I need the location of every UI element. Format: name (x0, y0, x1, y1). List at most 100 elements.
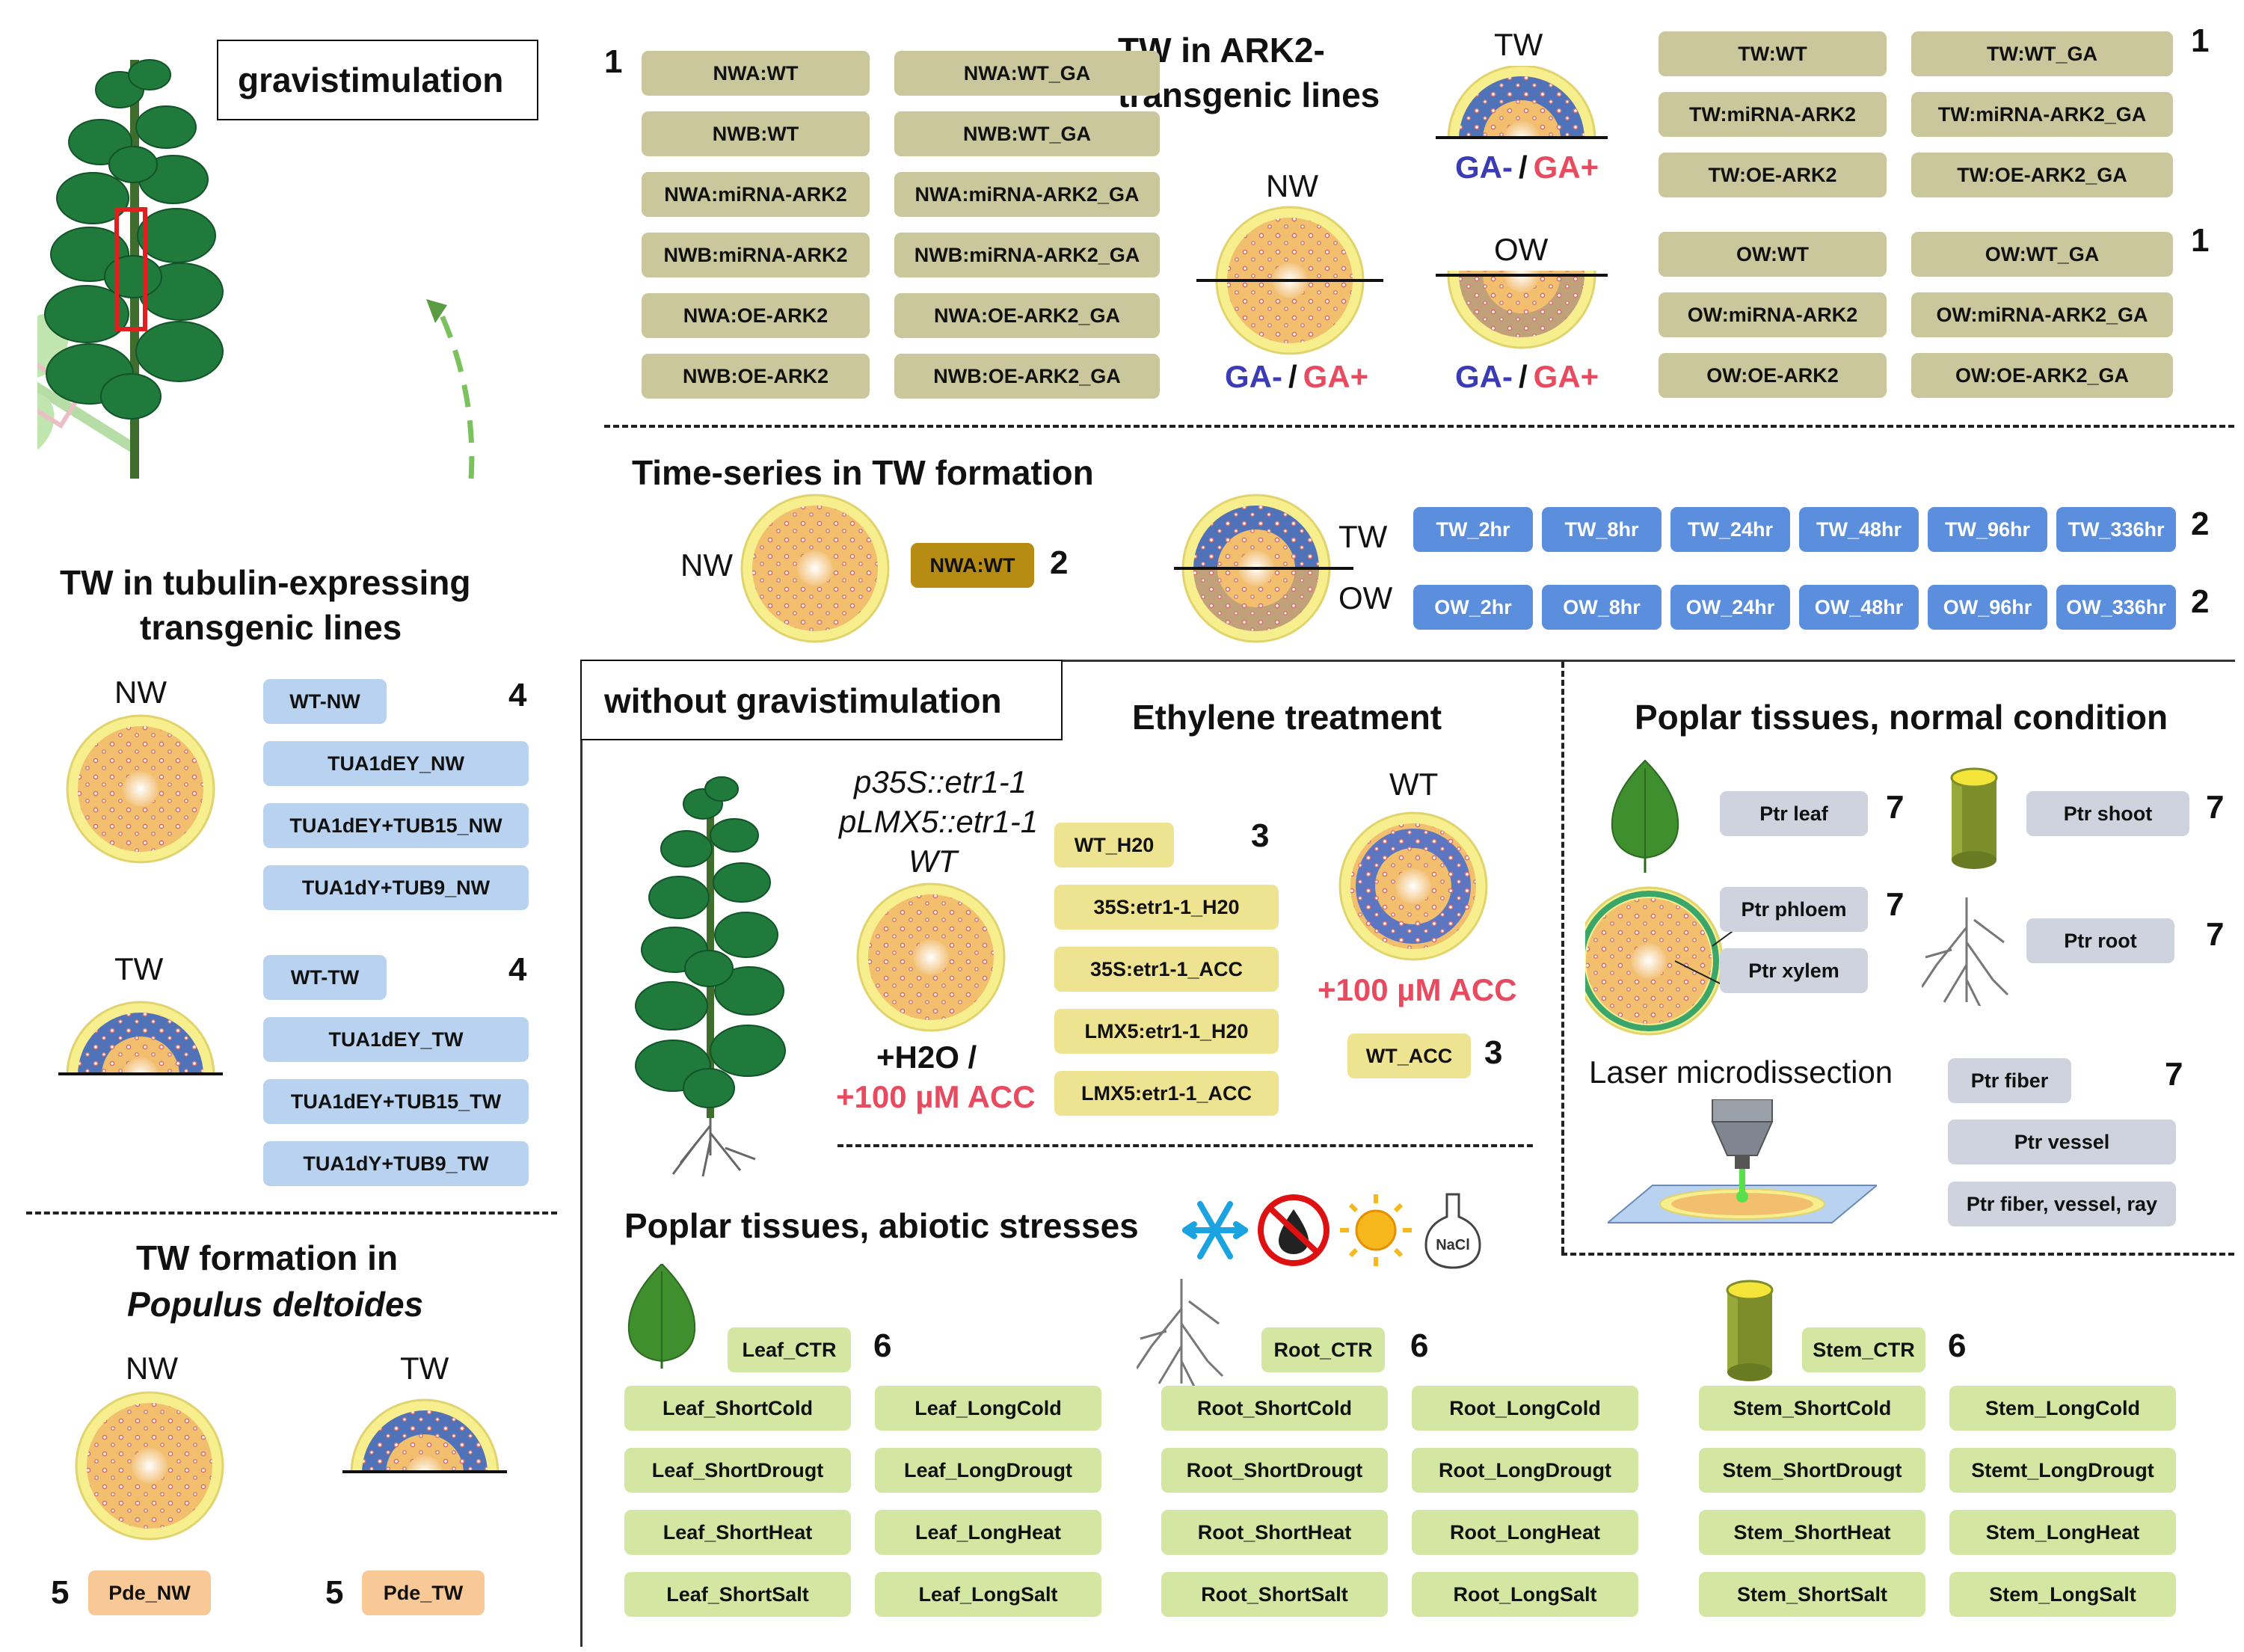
chip-timeseries-tw-5[interactable]: TW_336hr (2056, 507, 2176, 552)
chip-leaf-ctr[interactable]: Leaf_CTR (728, 1327, 851, 1372)
ark2-group-number-left: 1 (604, 43, 623, 80)
ethylene-wt-acc-group-number: 3 (1484, 1034, 1503, 1071)
chip-ptr-root[interactable]: Ptr root (2026, 918, 2174, 963)
chip-abiotic-stem-short-0[interactable]: Stem_ShortCold (1699, 1386, 1925, 1431)
chip-ptr-shoot[interactable]: Ptr shoot (2026, 791, 2189, 836)
chip-ark2-nw-left-1[interactable]: NWB:WT (642, 111, 870, 156)
chip-abiotic-stem-short-2[interactable]: Stem_ShortHeat (1699, 1510, 1925, 1555)
chip-abiotic-stem-long-3[interactable]: Stem_LongSalt (1949, 1572, 2176, 1617)
chip-abiotic-stem-long-1[interactable]: Stemt_LongDrougt (1949, 1448, 2176, 1493)
chip-ark2-nw-right-5[interactable]: NWB:OE-ARK2_GA (894, 354, 1160, 399)
chip-tubulin-nw-0[interactable]: WT-NW (263, 679, 387, 724)
chip-ptr-leaf[interactable]: Ptr leaf (1720, 791, 1868, 836)
chip-tubulin-tw-1[interactable]: TUA1dEY_TW (263, 1017, 529, 1062)
chip-abiotic-leaf-long-3[interactable]: Leaf_LongSalt (875, 1572, 1101, 1617)
chip-tubulin-nw-3[interactable]: TUA1dY+TUB9_NW (263, 865, 529, 910)
chip-ethylene-4[interactable]: LMX5:etr1-1_ACC (1054, 1071, 1279, 1116)
chip-ark2-nw-left-5[interactable]: NWB:OE-ARK2 (642, 354, 870, 399)
chip-ark2-nw-left-2[interactable]: NWA:miRNA-ARK2 (642, 172, 870, 217)
chip-timeseries-ow-1[interactable]: OW_8hr (1542, 585, 1662, 630)
chip-timeseries-tw-4[interactable]: TW_96hr (1928, 507, 2047, 552)
chip-ark2-tw-right-0[interactable]: TW:WT_GA (1911, 31, 2173, 76)
chip-timeseries-tw-3[interactable]: TW_48hr (1799, 507, 1919, 552)
chip-timeseries-tw-2[interactable]: TW_24hr (1670, 507, 1790, 552)
chip-abiotic-root-short-2[interactable]: Root_ShortHeat (1161, 1510, 1388, 1555)
chip-ark2-tw-right-2[interactable]: TW:OE-ARK2_GA (1911, 153, 2173, 197)
chip-ark2-nw-right-2[interactable]: NWA:miRNA-ARK2_GA (894, 172, 1160, 217)
timeseries-title: Time-series in TW formation (632, 453, 1094, 492)
chip-ark2-ow-left-2[interactable]: OW:OE-ARK2 (1659, 353, 1887, 398)
chip-abiotic-root-long-1[interactable]: Root_LongDrougt (1412, 1448, 1638, 1493)
chip-abiotic-root-long-3[interactable]: Root_LongSalt (1412, 1572, 1638, 1617)
chip-ark2-nw-right-3[interactable]: NWB:miRNA-ARK2_GA (894, 233, 1160, 277)
chip-ptr-vessel[interactable]: Ptr vessel (1948, 1120, 2176, 1164)
chip-abiotic-stem-short-3[interactable]: Stem_ShortSalt (1699, 1572, 1925, 1617)
chip-tubulin-nw-1[interactable]: TUA1dEY_NW (263, 741, 529, 786)
gravistimulation-box (217, 40, 538, 120)
chip-ark2-tw-left-0[interactable]: TW:WT (1659, 31, 1887, 76)
chip-ark2-tw-left-2[interactable]: TW:OE-ARK2 (1659, 153, 1887, 197)
chip-abiotic-stem-short-1[interactable]: Stem_ShortDrougt (1699, 1448, 1925, 1493)
deltoides-tw-section (342, 1398, 507, 1475)
chip-abiotic-leaf-short-0[interactable]: Leaf_ShortCold (624, 1386, 851, 1431)
chip-ark2-nw-right-0[interactable]: NWA:WT_GA (894, 51, 1160, 96)
chip-abiotic-root-short-3[interactable]: Root_ShortSalt (1161, 1572, 1388, 1617)
divider-tubulin-deltoides (26, 1212, 557, 1215)
chip-ptr-fiber-vessel-ray[interactable]: Ptr fiber, vessel, ray (1948, 1182, 2176, 1226)
abiotic-stem-group-number: 6 (1948, 1327, 1967, 1364)
chip-tubulin-tw-3[interactable]: TUA1dY+TUB9_TW (263, 1141, 529, 1186)
chip-abiotic-leaf-short-2[interactable]: Leaf_ShortHeat (624, 1510, 851, 1555)
chip-abiotic-root-short-1[interactable]: Root_ShortDrougt (1161, 1448, 1388, 1493)
chip-timeseries-ow-0[interactable]: OW_2hr (1413, 585, 1533, 630)
chip-ptr-phloem[interactable]: Ptr phloem (1720, 887, 1868, 932)
chip-timeseries-nwa-wt[interactable]: NWA:WT (911, 543, 1034, 588)
chip-timeseries-tw-1[interactable]: TW_8hr (1542, 507, 1662, 552)
chip-ark2-nw-left-3[interactable]: NWB:miRNA-ARK2 (642, 233, 870, 277)
chip-root-ctr[interactable]: Root_CTR (1261, 1327, 1385, 1372)
chip-ark2-ow-right-1[interactable]: OW:miRNA-ARK2_GA (1911, 292, 2173, 337)
chip-ark2-ow-left-0[interactable]: OW:WT (1659, 232, 1887, 277)
chip-abiotic-leaf-long-0[interactable]: Leaf_LongCold (875, 1386, 1101, 1431)
chip-ethylene-2[interactable]: 35S:etr1-1_ACC (1054, 947, 1279, 992)
chip-abiotic-root-long-0[interactable]: Root_LongCold (1412, 1386, 1638, 1431)
chip-ethylene-1[interactable]: 35S:etr1-1_H20 (1054, 885, 1279, 930)
chip-abiotic-leaf-short-3[interactable]: Leaf_ShortSalt (624, 1572, 851, 1617)
abiotic-title: Poplar tissues, abiotic stresses (624, 1206, 1139, 1245)
chip-abiotic-leaf-long-1[interactable]: Leaf_LongDrougt (875, 1448, 1101, 1493)
chip-abiotic-stem-long-0[interactable]: Stem_LongCold (1949, 1386, 2176, 1431)
chip-ark2-nw-left-0[interactable]: NWA:WT (642, 51, 870, 96)
tubulin-nw-section (66, 714, 215, 864)
chip-pde-nw[interactable]: Pde_NW (88, 1570, 211, 1615)
chip-ethylene-3[interactable]: LMX5:etr1-1_H20 (1054, 1009, 1279, 1054)
chip-abiotic-stem-long-2[interactable]: Stem_LongHeat (1949, 1510, 2176, 1555)
chip-abiotic-root-long-2[interactable]: Root_LongHeat (1412, 1510, 1638, 1555)
chip-tubulin-tw-2[interactable]: TUA1dEY+TUB15_TW (263, 1079, 529, 1124)
chip-ark2-ow-right-2[interactable]: OW:OE-ARK2_GA (1911, 353, 2173, 398)
chip-timeseries-ow-2[interactable]: OW_24hr (1670, 585, 1790, 630)
chip-tubulin-nw-2[interactable]: TUA1dEY+TUB15_NW (263, 803, 529, 848)
chip-abiotic-root-short-0[interactable]: Root_ShortCold (1161, 1386, 1388, 1431)
chip-stem-ctr[interactable]: Stem_CTR (1802, 1327, 1925, 1372)
deltoides-title-line1: TW formation in (136, 1238, 399, 1277)
chip-ark2-nw-right-4[interactable]: NWA:OE-ARK2_GA (894, 293, 1160, 338)
chip-abiotic-leaf-short-1[interactable]: Leaf_ShortDrougt (624, 1448, 851, 1493)
chip-ark2-tw-right-1[interactable]: TW:miRNA-ARK2_GA (1911, 92, 2173, 137)
tubulin-title-line1: TW in tubulin-expressing (60, 563, 471, 602)
chip-timeseries-ow-5[interactable]: OW_336hr (2056, 585, 2176, 630)
chip-ark2-nw-left-4[interactable]: NWA:OE-ARK2 (642, 293, 870, 338)
without-gravistimulation-title: without gravistimulation (604, 681, 1002, 720)
chip-ethylene-0[interactable]: WT_H20 (1054, 823, 1174, 868)
chip-abiotic-leaf-long-2[interactable]: Leaf_LongHeat (875, 1510, 1101, 1555)
chip-ark2-ow-left-1[interactable]: OW:miRNA-ARK2 (1659, 292, 1887, 337)
chip-ptr-fiber[interactable]: Ptr fiber (1948, 1058, 2071, 1103)
chip-pde-tw[interactable]: Pde_TW (362, 1570, 485, 1615)
chip-tubulin-tw-0[interactable]: WT-TW (263, 955, 387, 1000)
chip-timeseries-ow-3[interactable]: OW_48hr (1799, 585, 1919, 630)
chip-wt-acc[interactable]: WT_ACC (1347, 1034, 1471, 1078)
chip-timeseries-tw-0[interactable]: TW_2hr (1413, 507, 1533, 552)
chip-ark2-ow-right-0[interactable]: OW:WT_GA (1911, 232, 2173, 277)
chip-ark2-tw-left-1[interactable]: TW:miRNA-ARK2 (1659, 92, 1887, 137)
chip-ark2-nw-right-1[interactable]: NWB:WT_GA (894, 111, 1160, 156)
chip-ptr-xylem[interactable]: Ptr xylem (1720, 948, 1868, 993)
chip-timeseries-ow-4[interactable]: OW_96hr (1928, 585, 2047, 630)
